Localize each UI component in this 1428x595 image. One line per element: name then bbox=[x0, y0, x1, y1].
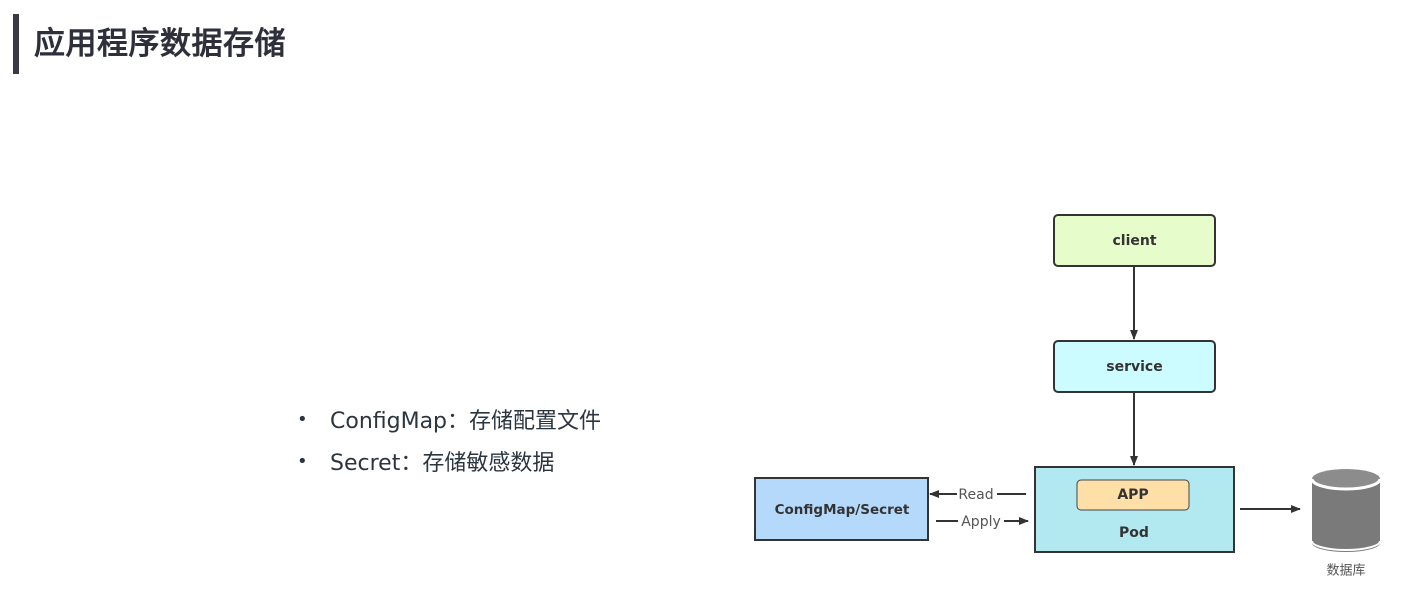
list-item-text: ConfigMap：存储配置文件 bbox=[330, 409, 602, 434]
bullet-icon: • bbox=[297, 450, 308, 472]
configmap-secret-box bbox=[754, 477, 929, 541]
service-node: service bbox=[1053, 340, 1216, 393]
app-label: APP bbox=[1117, 487, 1148, 503]
client-label: client bbox=[1112, 233, 1156, 249]
database-node: 数据库 bbox=[1310, 469, 1382, 579]
client-node: client bbox=[1053, 214, 1216, 267]
database-label: 数据库 bbox=[1326, 563, 1365, 579]
list-item: • ConfigMap：存储配置文件 bbox=[297, 398, 601, 440]
pod-label: Pod bbox=[1119, 525, 1149, 541]
configmap-secret-node: ConfigMap/Secret bbox=[754, 477, 929, 541]
title-accent-bar bbox=[13, 14, 19, 74]
bullet-icon: • bbox=[297, 408, 308, 430]
read-edge: Read bbox=[929, 487, 1026, 503]
database-icon bbox=[1310, 469, 1382, 552]
list-item: • Secret：存储敏感数据 bbox=[297, 440, 601, 482]
pod-node: APP Pod bbox=[1034, 466, 1235, 553]
apply-edge: Apply bbox=[936, 514, 1029, 530]
apply-label: Apply bbox=[961, 514, 1001, 530]
service-label: service bbox=[1106, 359, 1162, 375]
service-box bbox=[1053, 340, 1216, 393]
client-box bbox=[1053, 214, 1216, 267]
read-label: Read bbox=[958, 487, 993, 503]
bullet-list: • ConfigMap：存储配置文件 • Secret：存储敏感数据 bbox=[297, 398, 601, 482]
list-item-text: Secret：存储敏感数据 bbox=[330, 451, 555, 476]
app-box bbox=[1076, 479, 1190, 511]
page-title: 应用程序数据存储 bbox=[34, 26, 286, 62]
configmap-secret-label: ConfigMap/Secret bbox=[775, 502, 910, 518]
